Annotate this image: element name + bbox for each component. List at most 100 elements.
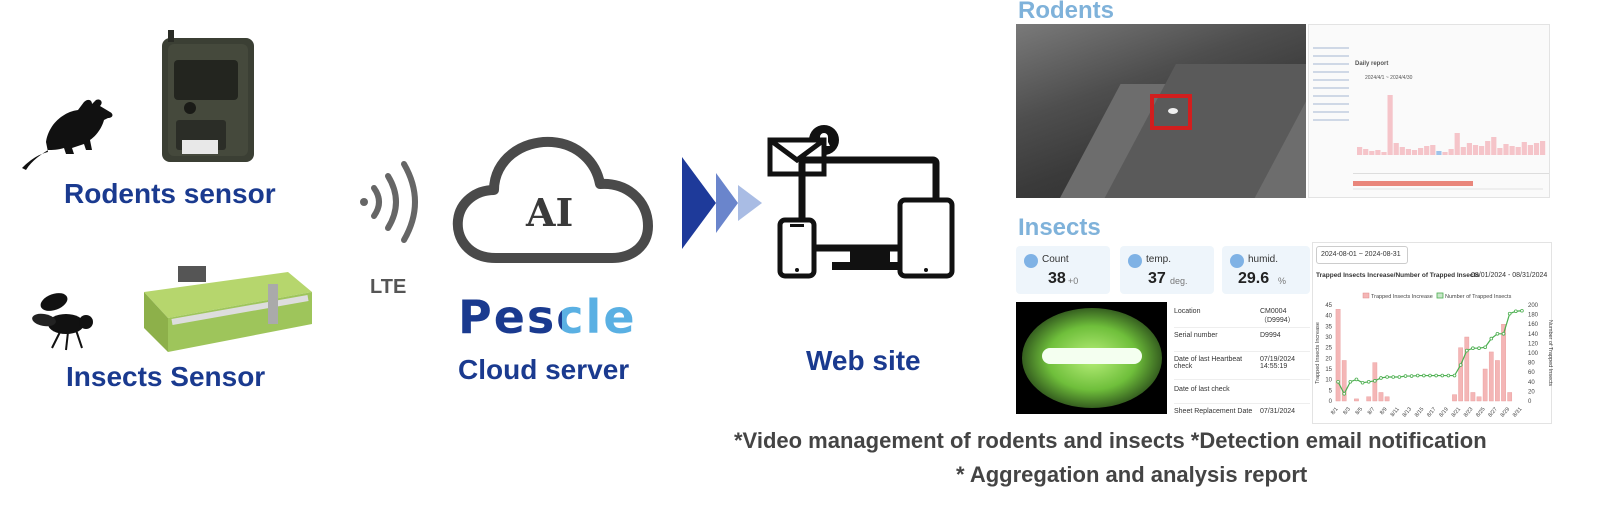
humid-value: 29.6 <box>1238 270 1270 287</box>
mini-bar <box>1527 145 1533 155</box>
x-tick: 8/23 <box>1463 406 1474 418</box>
insects-panel-title: Insects <box>1018 214 1101 241</box>
x-tick: 8/25 <box>1475 406 1486 418</box>
pescle-logo: Pescle <box>458 290 637 344</box>
mini-bar <box>1418 148 1424 155</box>
chart-range: 08/01/2024 - 08/31/2024 <box>1471 272 1548 279</box>
mini-bar <box>1357 147 1363 155</box>
x-tick: 8/17 <box>1426 406 1437 418</box>
x-tick: 8/13 <box>1402 406 1413 418</box>
date-select[interactable]: 2024-08-01 ~ 2024-08-31 <box>1316 246 1408 264</box>
x-tick: 8/27 <box>1487 406 1498 418</box>
mini-bar <box>1381 152 1387 155</box>
legend-swatch-increase <box>1362 292 1370 299</box>
mini-bar <box>1399 147 1405 155</box>
temp-value: 37 <box>1148 270 1166 287</box>
line-point <box>1360 380 1365 385</box>
humid-sub: % <box>1278 276 1287 286</box>
y-left-tick: 35 <box>1325 324 1332 330</box>
mini-bar <box>1460 147 1466 155</box>
x-tick: 8/1 <box>1330 406 1340 416</box>
info-key: Date of last Heartbeat check <box>1174 356 1243 370</box>
mini-bar <box>1436 151 1442 155</box>
chart-title: Trapped Insects Increase/Number of Trapp… <box>1316 272 1480 279</box>
fly-icon <box>32 293 93 351</box>
y-right-tick: 0 <box>1528 399 1532 405</box>
temp-icon <box>1128 254 1142 268</box>
device-info-table: Location CM0004（D9994） Serial number D99… <box>1172 302 1312 422</box>
count-icon <box>1024 254 1038 268</box>
mini-bar <box>1375 150 1381 155</box>
x-tick: 8/15 <box>1414 406 1425 418</box>
bar <box>1470 392 1476 402</box>
daily-report-title: Daily report <box>1355 61 1389 67</box>
pescle-logo-text: Pescle <box>458 290 637 344</box>
mini-bar <box>1485 141 1491 155</box>
web-site-label: Web site <box>806 345 921 376</box>
insect-camera-frame <box>1016 302 1167 414</box>
count-sub: +0 <box>1068 276 1079 286</box>
info-val: 07/31/2024 <box>1260 408 1296 415</box>
line-point <box>1471 346 1475 350</box>
x-tick: 8/3 <box>1342 406 1352 416</box>
line-point <box>1495 331 1500 336</box>
y-right-label: Number of Trapped Insects <box>1547 320 1553 387</box>
line-point <box>1336 380 1340 384</box>
y-left-tick: 5 <box>1329 388 1333 394</box>
y-right-tick: 140 <box>1528 332 1539 338</box>
info-key: Date of last check <box>1174 386 1230 393</box>
mini-bar <box>1387 95 1393 155</box>
mini-bar <box>1393 143 1399 155</box>
line-point <box>1483 345 1487 350</box>
x-tick: 8/21 <box>1451 406 1462 418</box>
mini-bar <box>1479 146 1485 155</box>
devices-icon <box>767 125 955 279</box>
rodent-blob <box>1168 108 1178 114</box>
mini-bar <box>1503 144 1509 155</box>
rodent-mini-chart <box>1357 95 1546 155</box>
rodents-panel-title: Rodents <box>1018 0 1114 24</box>
line-point <box>1464 348 1469 353</box>
y-left-tick: 20 <box>1325 356 1332 362</box>
y-right-tick: 160 <box>1528 322 1539 328</box>
temp-sub: deg. <box>1170 276 1188 286</box>
rat-icon <box>22 99 113 170</box>
series-line-count <box>1337 310 1522 396</box>
bar <box>1335 309 1341 402</box>
y-left-tick: 10 <box>1325 378 1332 384</box>
mini-bar <box>1454 133 1460 155</box>
bar <box>1378 392 1384 402</box>
x-tick: 8/9 <box>1379 406 1389 416</box>
line-point <box>1422 373 1426 378</box>
y-left-label: Trapped Insects Increase <box>1315 322 1321 384</box>
stat-card-humid: humid. 29.6 % <box>1222 246 1310 294</box>
insect-trap-icon <box>144 266 312 352</box>
count-value: 38 <box>1048 270 1066 287</box>
stat-card-count: Count 38 +0 <box>1016 246 1110 294</box>
legend-swatch-count <box>1436 292 1444 299</box>
mini-bar <box>1363 149 1369 155</box>
count-label: Count <box>1042 254 1069 265</box>
info-key: Sheet Replacement Date <box>1174 408 1253 415</box>
bar <box>1495 360 1500 402</box>
line-point <box>1520 308 1524 313</box>
info-val: CM0004（D9994） <box>1260 308 1295 324</box>
bar <box>1488 351 1494 402</box>
y-right-tick: 180 <box>1528 313 1539 319</box>
rodent-camera-frame <box>1016 24 1306 198</box>
bar <box>1366 396 1372 402</box>
line-point <box>1434 373 1438 378</box>
mini-bar <box>1515 147 1521 155</box>
trail-camera-icon <box>162 30 254 162</box>
y-right-tick: 100 <box>1528 351 1539 357</box>
y-left-tick: 30 <box>1325 335 1332 341</box>
line-point <box>1397 375 1402 379</box>
y-right-tick: 40 <box>1528 380 1535 386</box>
line-point <box>1440 373 1445 378</box>
humid-icon <box>1230 254 1244 268</box>
y-right-tick: 20 <box>1528 389 1535 395</box>
stat-card-temp: temp. 37 deg. <box>1120 246 1214 294</box>
bar <box>1458 347 1463 402</box>
info-key: Serial number <box>1174 332 1218 339</box>
y-right-tick: 60 <box>1528 370 1535 376</box>
